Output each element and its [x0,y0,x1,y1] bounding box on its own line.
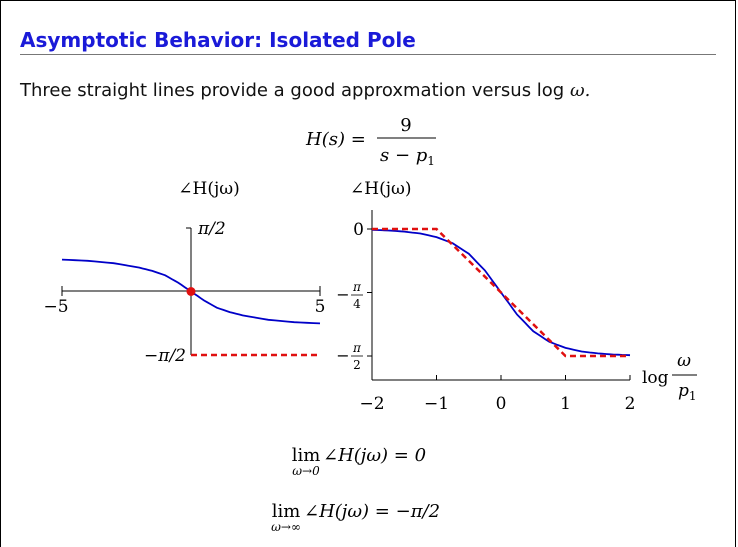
right-y-tick-label-pi4: − π 4 [336,280,363,311]
right-x-ticks: −2 −1 0 1 2 [359,375,635,414]
right-y-tick-label-0: 0 [353,220,364,240]
right-x-tick-label: 2 [625,394,636,414]
right-x-tick-label: −2 [359,394,384,414]
left-y-tick-label-bottom: −π/2 [144,346,186,366]
left-x-tick-label-max: 5 [315,297,326,317]
svg-text:−: − [336,285,349,304]
intro-sentence: Three straight lines provide a good appr… [20,80,565,101]
right-y-tick-label-pi2: − π 2 [336,341,363,372]
right-x-label-den-main: p [678,381,689,401]
right-y-tick-pi4-den: 4 [353,297,361,311]
pole-marker [186,287,196,296]
right-x-tick-label: 1 [560,394,571,414]
right-chart-title: ∠H(jω) [350,179,411,199]
right-y-ticks [367,228,372,357]
title-divider [20,54,716,55]
right-x-label-den: p1 [678,381,697,403]
right-x-tick-label: −1 [424,394,449,414]
right-asymptote [372,227,630,358]
left-y-tick-label-top: π/2 [197,219,226,239]
right-x-label-den-sub: 1 [689,389,697,403]
right-x-label-log: log [642,368,669,388]
right-x-label-num: ω [677,351,691,371]
left-x-tick-label-min: −5 [43,297,68,317]
right-y-tick-pi2-den: 2 [353,358,361,372]
left-chart-title: ∠H(jω) [178,179,239,199]
slide-title: Asymptotic Behavior: Isolated Pole [20,28,416,52]
right-y-tick-pi4-num: π [352,280,362,294]
right-y-tick-pi2-num: π [352,341,362,355]
right-x-tick-label: 0 [496,394,507,414]
intro-text: Three straight lines provide a good appr… [20,80,590,101]
svg-text:−: − [336,346,349,365]
intro-omega: ω. [569,80,591,101]
